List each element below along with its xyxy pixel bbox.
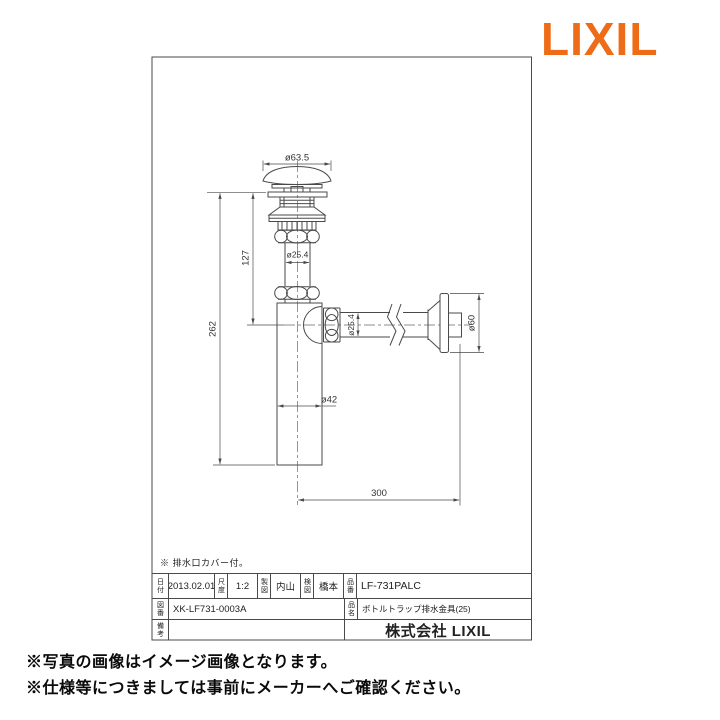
wall-flange-outline — [427, 293, 462, 353]
date-value: 2013.02.01 — [169, 574, 215, 598]
part-number-value: LF-731PALC — [361, 580, 421, 592]
date-label: 日付 — [152, 574, 169, 598]
outlet-nut-outline — [323, 307, 341, 343]
svg-text:ø60: ø60 — [467, 315, 478, 331]
sheet-frame — [151, 56, 532, 641]
scale-label: 尺度 — [215, 574, 228, 598]
vertical-pipe-outline — [284, 243, 311, 286]
company-name: 株式会社 LIXIL — [385, 622, 491, 640]
drawing-number-value: XK-LF731-0003A — [169, 599, 345, 619]
dim-head-height: 127 — [241, 193, 284, 326]
product-name-value: ボトルトラップ排水金具(25) — [362, 604, 471, 614]
dim-vertical-pipe-diameter: ø25.4 — [286, 250, 309, 265]
lower-nut-outline — [274, 286, 320, 303]
dim-overall-height: 262 — [208, 193, 275, 466]
drafted-value: 内山 — [271, 574, 301, 598]
dim-body-diameter: ø42 — [277, 395, 337, 408]
bottle-body-outline — [276, 302, 323, 466]
dim-reach: 300 — [298, 344, 461, 506]
svg-text:ø63.5: ø63.5 — [285, 153, 309, 164]
footer-line-1: ※写真の画像はイメージ画像となります。 — [26, 654, 338, 671]
part-number-label: 品番 — [344, 574, 357, 598]
dim-horizontal-pipe-diameter: ø25.4 — [346, 313, 360, 336]
drafted-label: 製図 — [258, 574, 271, 598]
remarks-value — [169, 620, 345, 640]
title-block-row-3: 備考 株式会社 LIXIL — [152, 620, 531, 640]
remarks-label: 備考 — [152, 620, 169, 640]
footer-line-2: ※仕様等につきましては事前にメーカーへご確認ください。 — [26, 680, 471, 697]
centerlines — [284, 161, 470, 505]
svg-text:262: 262 — [208, 321, 219, 337]
product-name-label: 品名 — [345, 599, 358, 619]
svg-text:ø25.4: ø25.4 — [287, 250, 309, 260]
title-block-row-2: 図番 XK-LF731-0003A 品名 ボトルトラップ排水金具(25) — [152, 599, 531, 620]
drain-head-outline — [262, 165, 332, 231]
title-block: 日付 2013.02.01 尺度 1:2 製図 内山 検図 橋本 品番 LF-7… — [152, 573, 531, 640]
lixil-logo: LIXIL — [541, 13, 659, 65]
horizontal-pipe-outline — [340, 303, 428, 346]
drawing-number-label: 図番 — [152, 599, 169, 619]
svg-text:ø42: ø42 — [321, 395, 337, 406]
svg-text:ø25.4: ø25.4 — [346, 314, 356, 336]
title-block-row-1: 日付 2013.02.01 尺度 1:2 製図 内山 検図 橋本 品番 LF-7… — [152, 574, 531, 599]
svg-text:127: 127 — [241, 250, 252, 266]
scale-value: 1:2 — [228, 574, 258, 598]
footer-disclaimer: ※写真の画像はイメージ画像となります。 ※仕様等につきましては事前にメーカーへご… — [26, 650, 471, 702]
drawing-note: ※ 排水口カバー付。 — [160, 558, 249, 568]
upper-nut-outline — [274, 229, 320, 244]
checked-label: 検図 — [301, 574, 314, 598]
checked-value: 橋本 — [314, 574, 344, 598]
dim-top-diameter: ø63.5 — [262, 153, 332, 171]
dim-flange-diameter: ø60 — [450, 293, 484, 353]
svg-text:300: 300 — [371, 488, 387, 499]
